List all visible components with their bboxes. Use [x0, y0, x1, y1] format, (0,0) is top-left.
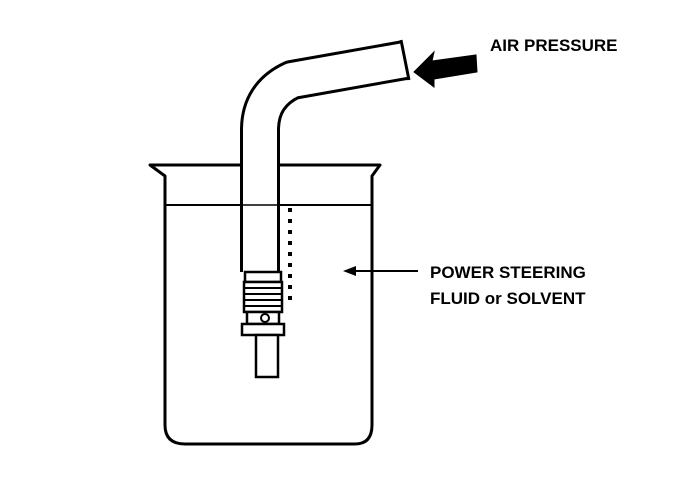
fitting-base [240, 322, 286, 337]
arrow-left-filled-icon [413, 50, 478, 88]
fitting-thread-body [242, 280, 284, 314]
fluid-level-dots [288, 208, 292, 300]
fluid-label-line1: POWER STEERING [430, 263, 586, 282]
bent-tube [240, 39, 411, 272]
fitting-stem [254, 333, 280, 379]
tube-open-end [399, 39, 411, 81]
arrow-left-icon [343, 266, 418, 276]
air-pressure-label: AIR PRESSURE [490, 36, 618, 55]
fluid-label-line2: FLUID or SOLVENT [430, 289, 586, 308]
beaker-outline [148, 163, 382, 446]
tube-fitting [240, 270, 286, 379]
fitting-collar [243, 270, 283, 284]
